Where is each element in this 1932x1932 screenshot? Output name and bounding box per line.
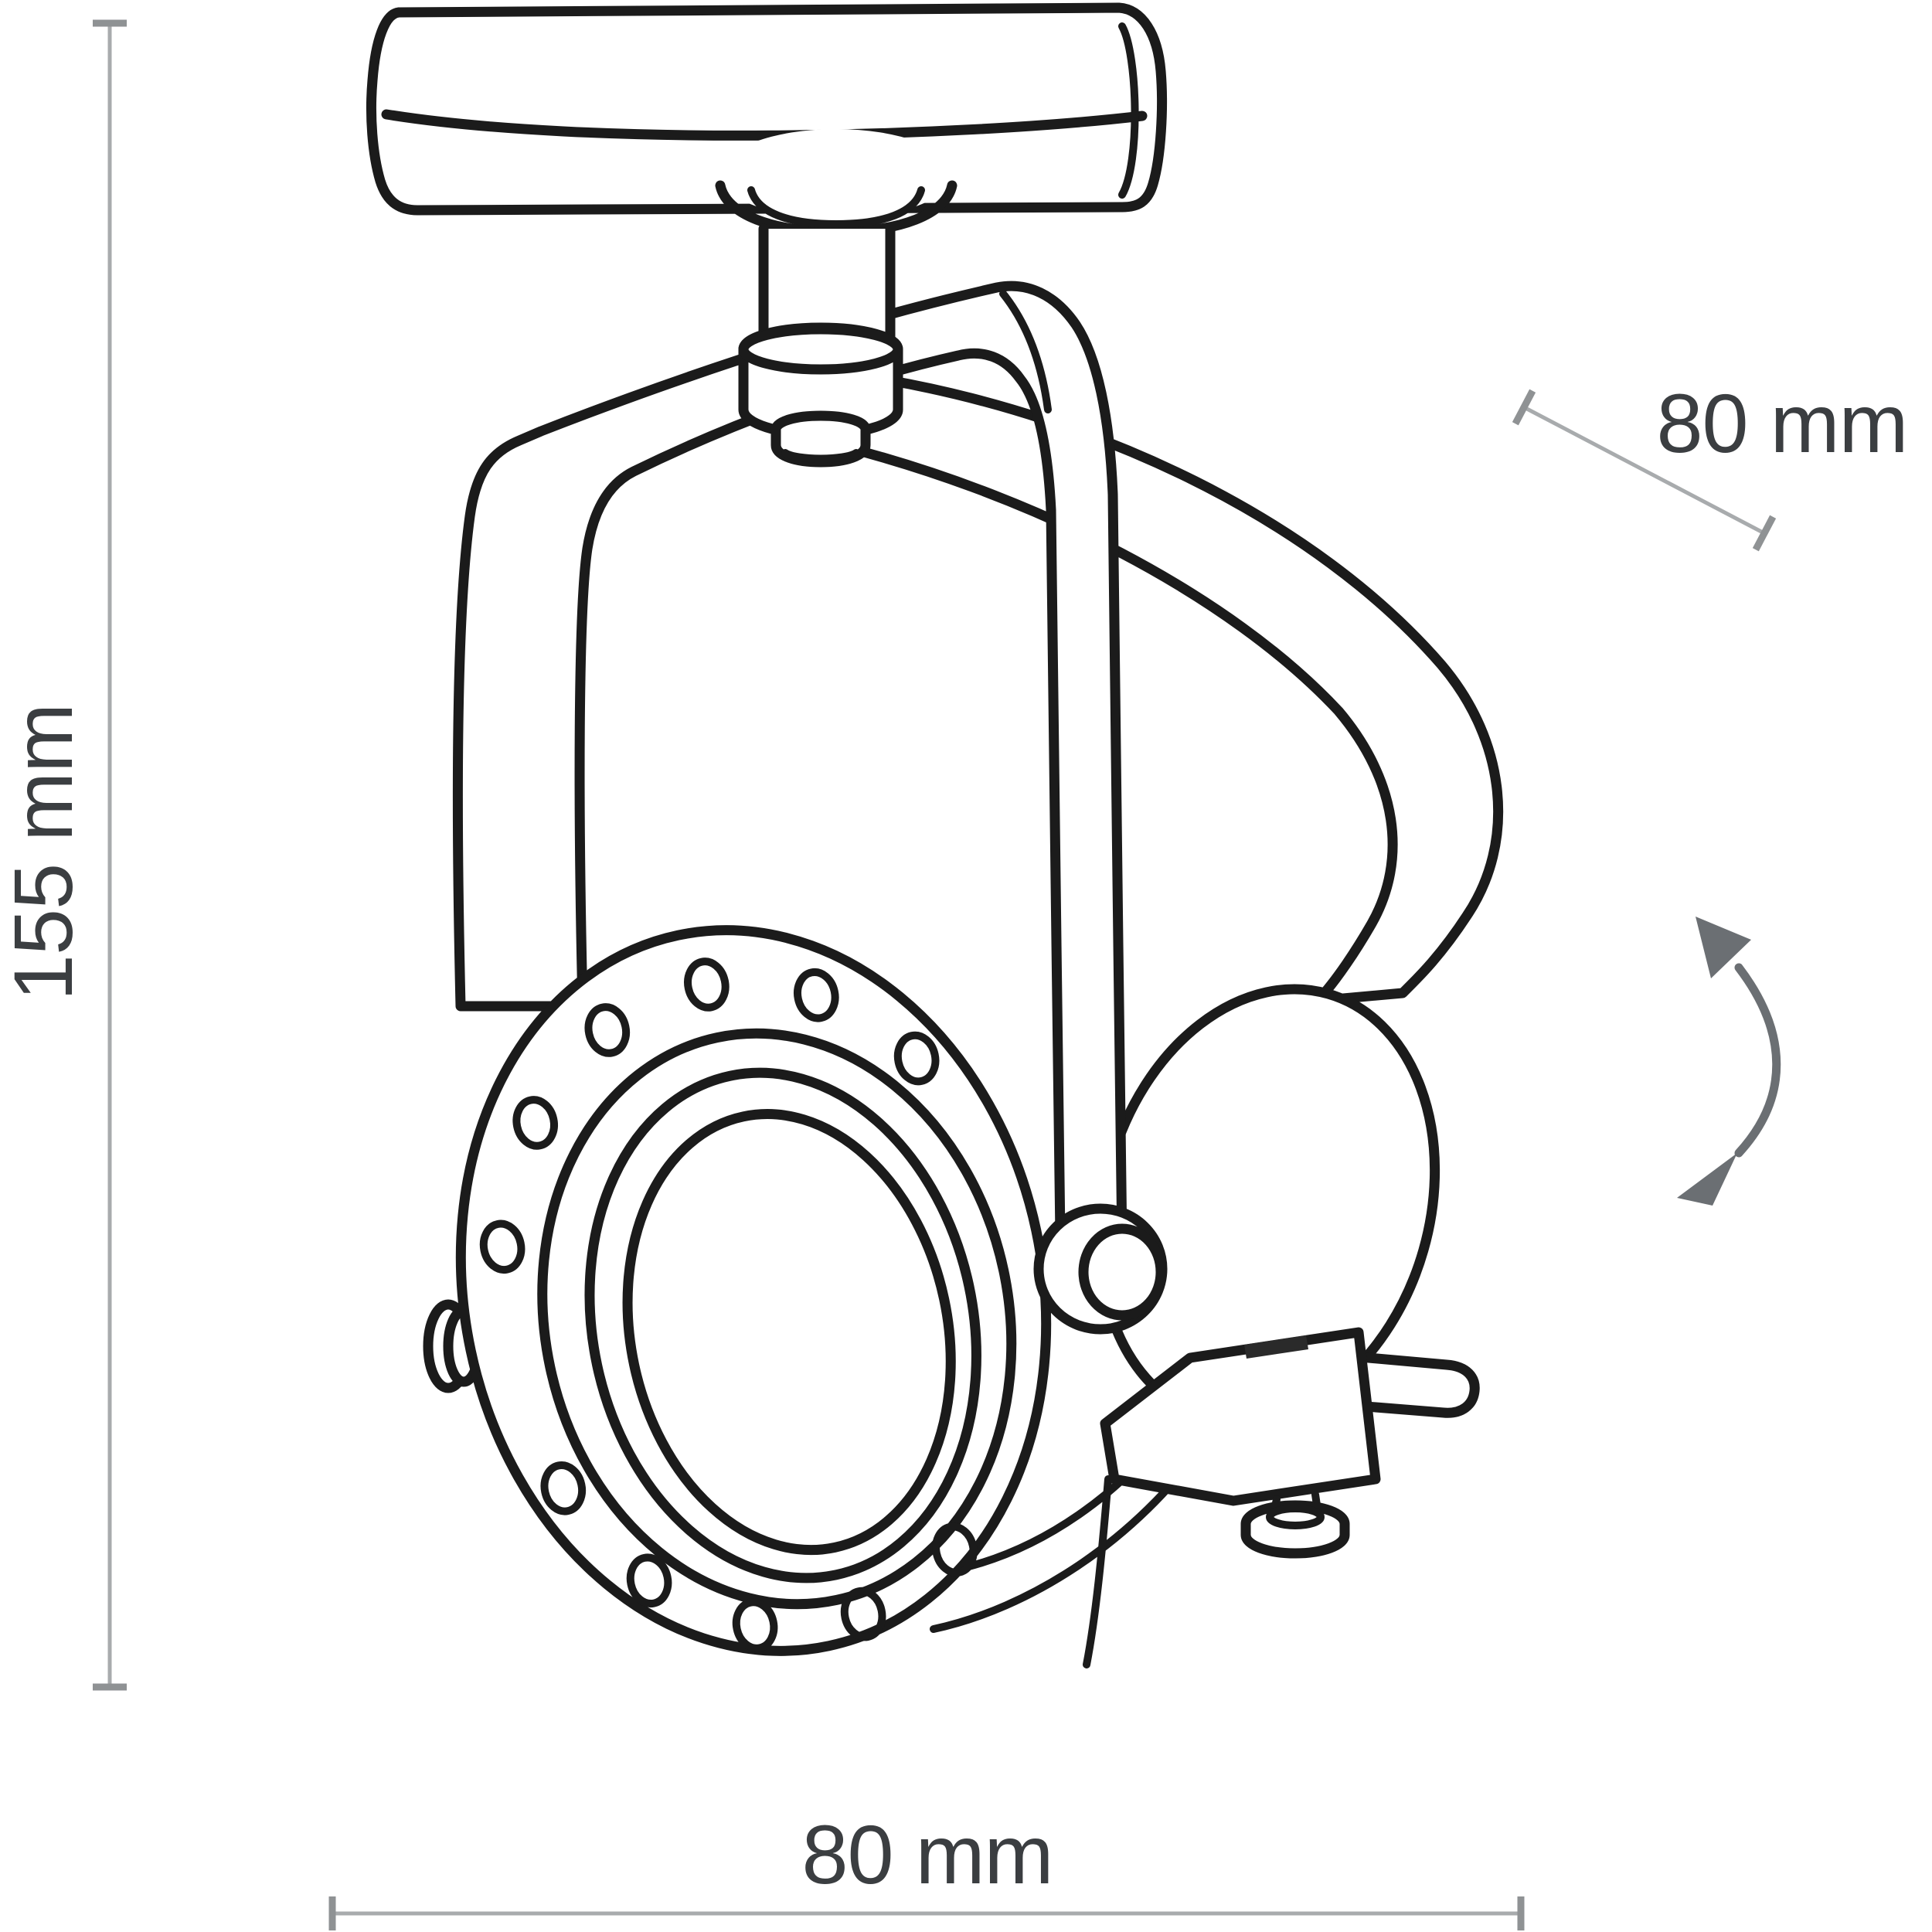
lamp-head-ring (455, 925, 1052, 1656)
clamp-rod (1355, 1352, 1480, 1418)
height-dimension-label: 155 mm (0, 704, 90, 1001)
rotation-arc-double-arrow-icon (1677, 917, 1781, 1206)
depth-dimension: 80 mm (1512, 376, 1909, 552)
width-dimension: 80 mm (328, 1808, 1525, 1930)
ring-holes (479, 957, 978, 1652)
depth-dimension-label: 80 mm (1656, 376, 1907, 470)
pivot-collar (738, 322, 903, 468)
height-dimension: 155 mm (0, 19, 127, 1691)
stem-flange (715, 129, 957, 237)
power-cable (829, 375, 1504, 1006)
mounting-clamp (1100, 1327, 1381, 1506)
track-adapter (366, 2, 1168, 216)
width-dimension-label: 80 mm (801, 1808, 1053, 1901)
yoke-bracket (452, 281, 1128, 1251)
right-pivot-knob (1033, 1203, 1168, 1335)
adjustment-screw (1240, 1491, 1350, 1559)
